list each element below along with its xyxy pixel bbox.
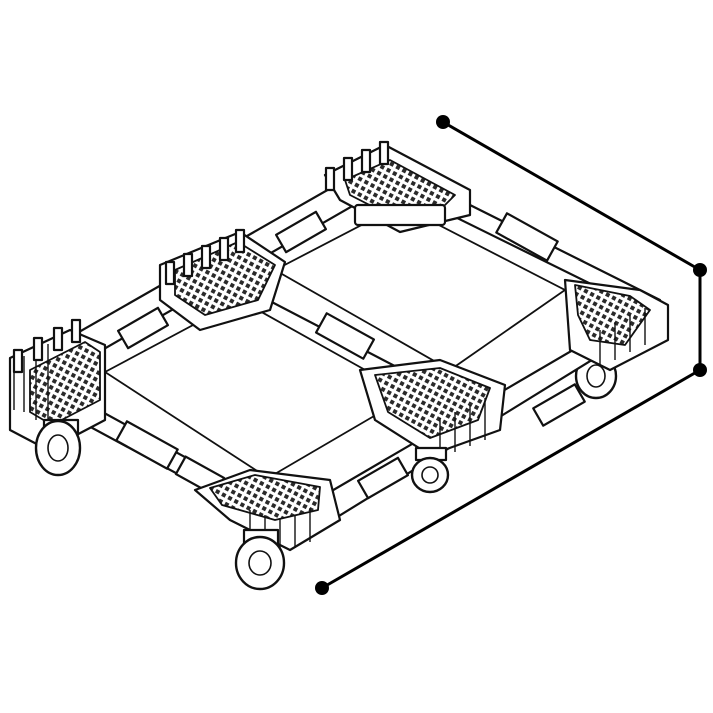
corner-block-front: [193, 468, 342, 552]
dimension-line-depth-top: [442, 120, 701, 272]
dimension-lines: [315, 115, 707, 595]
corner-blocks: [8, 140, 670, 552]
dimension-line-bottom: [321, 368, 701, 590]
dimension-endpoint: [436, 115, 450, 129]
frame: [20, 158, 662, 542]
dimension-endpoint: [693, 363, 707, 377]
caster-wheel: [34, 418, 82, 477]
caster-wheel: [410, 446, 450, 494]
caster-wheels-front: [34, 418, 450, 591]
rail-segments: [115, 210, 586, 500]
dimension-endpoint: [315, 581, 329, 595]
corner-block-right: [563, 278, 670, 372]
corner-block-top: [323, 140, 472, 234]
caster-wheel: [234, 528, 286, 591]
dimension-endpoint: [693, 263, 707, 277]
center-coupling-left: [158, 228, 287, 332]
corner-block-left: [8, 318, 107, 452]
center-coupling-right: [358, 358, 507, 458]
